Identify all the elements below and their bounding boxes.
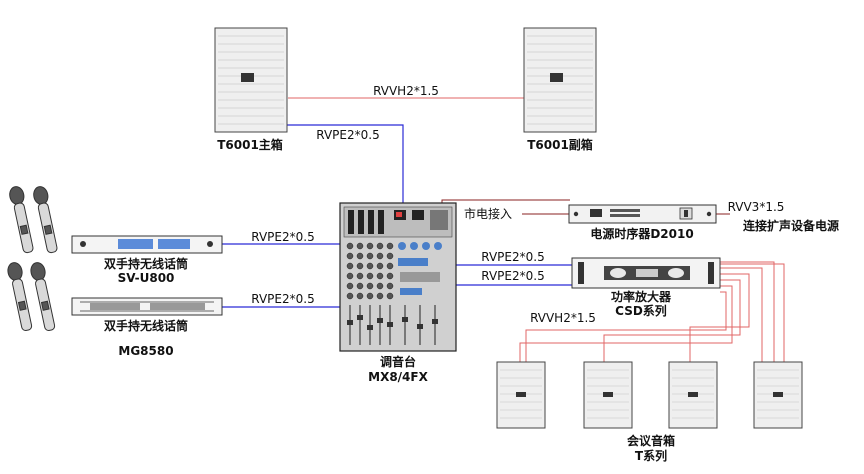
wireless-mic-2-label: 双手持无线话筒 <box>104 318 188 333</box>
sequencer-out-cable-label: RVV3*1.5 <box>728 200 785 214</box>
wireless-mic-1-model: SV-U800 <box>118 271 175 285</box>
sub-speaker-label: T6001副箱 <box>527 137 593 152</box>
speaker-logo <box>550 73 563 82</box>
expansion-power-label: 连接扩声设备电源 <box>743 218 839 233</box>
mixer-console <box>339 202 457 352</box>
mixer-model: MX8/4FX <box>368 370 428 384</box>
mains-in-label: 市电接入 <box>464 206 512 221</box>
conference-speaker-3 <box>668 361 718 429</box>
speaker-link-cable-label: RVVH2*1.5 <box>373 84 439 98</box>
conference-speaker-1 <box>496 361 546 429</box>
conference-speakers-model: T系列 <box>635 448 667 463</box>
mixer-to-amp-cable-2-label: RVPE2*0.5 <box>481 269 544 283</box>
receiver-sv-u800 <box>71 235 223 254</box>
amp-to-speakers-cable-label: RVVH2*1.5 <box>530 311 596 325</box>
sequencer-label: 电源时序器D2010 <box>590 226 693 241</box>
conference-speaker-2 <box>583 361 633 429</box>
amplifier-label: 功率放大器 <box>611 289 672 304</box>
amp-to-speakers-cables <box>519 261 785 362</box>
mic2-cable-label: RVPE2*0.5 <box>251 292 314 306</box>
main-speaker-label: T6001主箱 <box>217 137 283 152</box>
wireless-mic-1-label: 双手持无线话筒 <box>104 256 188 271</box>
power-sequencer <box>568 204 717 224</box>
amplifier-model: CSD系列 <box>615 303 667 318</box>
mic1-cable-label: RVPE2*0.5 <box>251 230 314 244</box>
receiver-mg8580 <box>71 297 223 316</box>
speaker-logo <box>241 73 254 82</box>
conference-speakers-label: 会议音箱 <box>627 433 675 448</box>
mixer-to-amp-cable-1-label: RVPE2*0.5 <box>481 250 544 264</box>
wireless-mic-2-model: MG8580 <box>118 344 173 358</box>
power-amplifier <box>571 257 721 289</box>
mixer-to-speaker-cable <box>287 124 404 208</box>
conference-speaker-4 <box>753 361 803 429</box>
sub-speaker <box>523 27 597 133</box>
main-speaker <box>214 27 288 133</box>
mixer-label: 调音台 <box>380 354 416 369</box>
handheld-mic-pair-1 <box>9 186 58 254</box>
mixer-to-speaker-cable-label: RVPE2*0.5 <box>316 128 379 142</box>
handheld-mic-pair-2 <box>7 262 56 332</box>
